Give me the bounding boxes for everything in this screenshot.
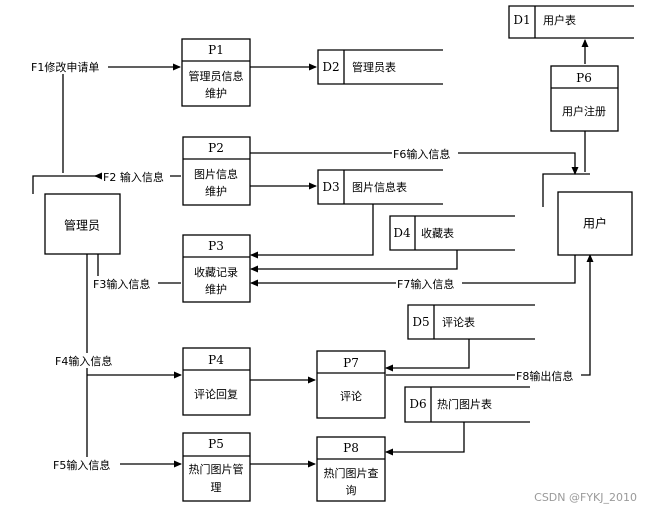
flow-label-f2: F2 输入信息	[103, 170, 164, 184]
store-d5-name: 评论表	[442, 315, 475, 329]
store-d1-id: D1	[513, 13, 530, 27]
process-p3-id: P3	[208, 239, 224, 253]
process-p2-line1: 图片信息	[194, 167, 238, 181]
flow-label-f1: F1修改申请单	[31, 60, 99, 74]
process-p7-id: P7	[343, 356, 359, 370]
store-d2: D2 管理员表	[317, 49, 443, 85]
store-d4-id: D4	[393, 226, 411, 240]
flow-d6-to-p8	[385, 422, 465, 456]
flow-user-to-p3	[250, 255, 576, 287]
process-p8-line2: 询	[346, 484, 357, 497]
process-p5-id: P5	[208, 437, 224, 451]
process-p5: P5 热门图片管 理	[182, 432, 251, 502]
store-d3-id: D3	[322, 180, 339, 194]
process-p3-line2: 维护	[205, 282, 227, 296]
process-p8-id: P8	[343, 441, 359, 455]
process-p3: P3 收藏记录 维护	[182, 234, 251, 303]
flow-label-f8: F8输出信息	[516, 369, 573, 383]
flow-d4-to-p3	[250, 250, 458, 273]
flow-label-f3: F3输入信息	[93, 277, 150, 291]
process-p2-line2: 维护	[205, 184, 227, 198]
store-d6-id: D6	[409, 397, 426, 411]
watermark: CSDN @FYKJ_2010	[534, 491, 637, 504]
store-d5: D5 评论表	[407, 304, 535, 340]
flow-d5-to-p7	[385, 339, 470, 372]
flow-admin-to-p1	[62, 63, 181, 173]
process-p4: P4 评论回复	[182, 347, 251, 416]
store-d2-id: D2	[322, 60, 339, 74]
process-p6-line1: 用户注册	[562, 104, 606, 118]
store-d4: D4 收藏表	[389, 215, 515, 251]
store-d1: D1 用户表	[508, 5, 634, 39]
entity-user: 用户	[557, 191, 633, 256]
flow-d3-to-p3	[250, 204, 374, 259]
process-p5-line2: 理	[211, 481, 222, 494]
process-p8: P8 热门图片查 询	[316, 436, 386, 502]
process-p1-id: P1	[208, 43, 224, 57]
process-p1: P1 管理员信息 维护	[181, 38, 251, 107]
store-d3-name: 图片信息表	[352, 180, 407, 194]
store-d5-id: D5	[412, 315, 429, 329]
entity-user-label: 用户	[583, 216, 607, 231]
store-d3: D3 图片信息表	[317, 169, 443, 205]
flow-label-f5: F5输入信息	[53, 458, 110, 472]
process-p8-line1: 热门图片查	[324, 466, 379, 480]
flow-labels: F1修改申请单 F2 输入信息 F6输入信息 F3输入信息 F7输入信息 F4输…	[30, 59, 581, 472]
process-p2: P2 图片信息 维护	[182, 136, 251, 206]
user-entity-border	[542, 173, 590, 207]
process-p6-id: P6	[576, 71, 592, 85]
process-p1-line2: 维护	[205, 86, 227, 100]
process-p6: P6 用户注册	[550, 65, 619, 132]
entity-admin-label: 管理员	[64, 218, 100, 233]
store-d6-name: 热门图片表	[437, 397, 492, 411]
process-p7: P7 评论	[316, 350, 386, 419]
process-p4-id: P4	[208, 353, 224, 367]
store-d1-name: 用户表	[543, 13, 576, 27]
process-p3-line1: 收藏记录	[194, 265, 238, 279]
flow-label-f6: F6输入信息	[393, 147, 450, 161]
store-d4-name: 收藏表	[421, 226, 454, 240]
flow-p2-to-user	[250, 152, 579, 175]
process-p7-line1: 评论	[340, 389, 362, 403]
process-p2-id: P2	[208, 141, 224, 155]
process-p5-line1: 热门图片管	[189, 462, 244, 476]
flow-p7-to-user	[386, 254, 594, 376]
process-p1-line1: 管理员信息	[189, 69, 244, 83]
flow-label-f4: F4输入信息	[55, 354, 112, 368]
process-p4-line1: 评论回复	[194, 387, 238, 401]
entity-admin: 管理员	[44, 193, 121, 255]
flow-label-f7: F7输入信息	[397, 277, 454, 291]
store-d2-name: 管理员表	[352, 60, 396, 74]
store-d6: D6 热门图片表	[404, 386, 530, 423]
